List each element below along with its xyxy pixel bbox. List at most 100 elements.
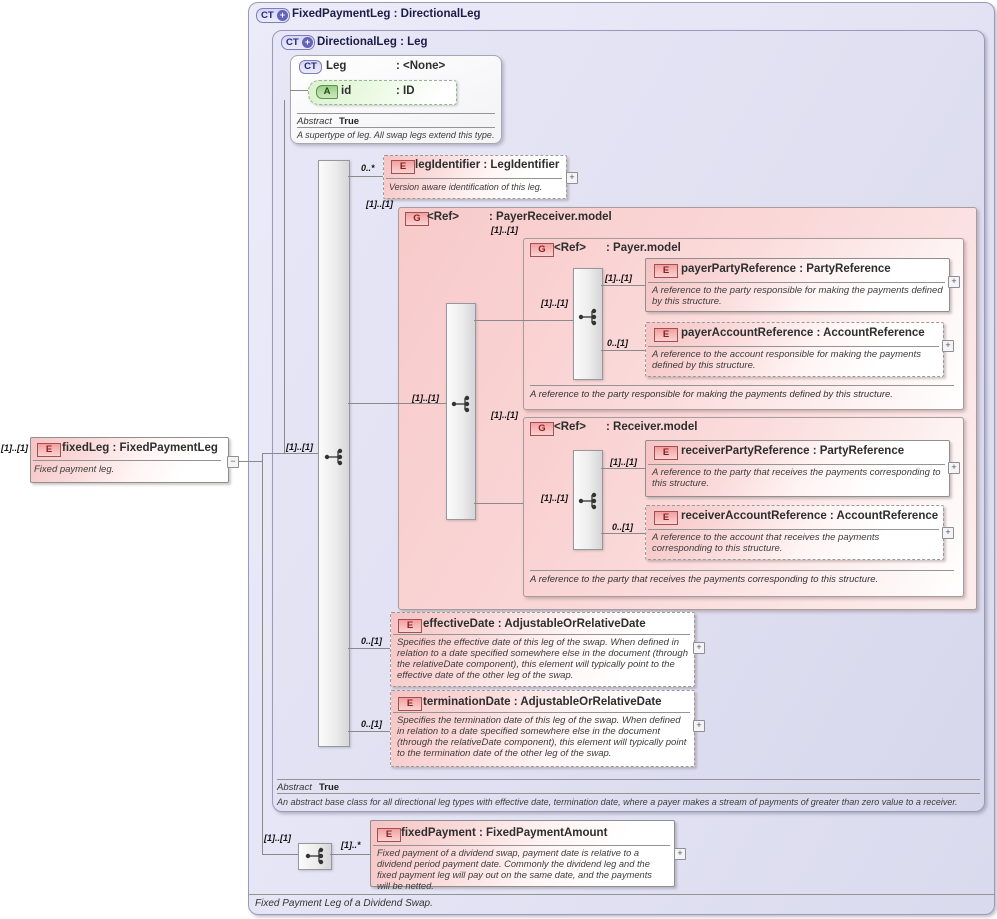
- connector-line: [290, 90, 309, 91]
- element-box-receiverpartyreference[interactable]: E receiverPartyReference : PartyReferenc…: [645, 440, 950, 497]
- cardinality-label: 0..[1]: [607, 338, 629, 348]
- element-badge: E: [391, 160, 415, 174]
- cardinality-label: [1]..[1]: [491, 225, 518, 235]
- divider: [297, 113, 495, 114]
- divider: [648, 346, 939, 347]
- element-box-receiveraccountreference[interactable]: E receiverAccountReference : AccountRefe…: [645, 505, 944, 560]
- divider: [373, 845, 670, 846]
- divider: [530, 570, 954, 571]
- connector-line: [262, 854, 298, 855]
- complextype-annotation: An abstract base class for all direction…: [277, 797, 958, 807]
- element-badge: E: [37, 443, 61, 457]
- group-footer-annotation: A reference to the party that receives t…: [530, 574, 879, 585]
- expand-button[interactable]: +: [948, 462, 960, 474]
- attribute-type: : ID: [396, 85, 415, 97]
- sequence-icon: [324, 448, 343, 466]
- group-footer-annotation: A reference to the party responsible for…: [530, 389, 893, 400]
- sequence-compositor: [573, 268, 603, 380]
- collapse-button[interactable]: −: [227, 456, 239, 468]
- element-box-fixedleg[interactable]: E fixedLeg : FixedPaymentLeg Fixed payme…: [30, 437, 229, 483]
- group-type: : Receiver.model: [606, 421, 698, 433]
- connector-line: [348, 731, 390, 732]
- cardinality-label: 0..[1]: [612, 522, 634, 532]
- abstract-value: True: [339, 116, 360, 127]
- expand-button[interactable]: +: [566, 172, 578, 184]
- expand-button[interactable]: +: [674, 848, 686, 860]
- complextype-title: DirectionalLeg : Leg: [317, 36, 428, 48]
- element-title: payerPartyReference : PartyReference: [681, 263, 891, 275]
- element-box-payeraccountreference[interactable]: E payerAccountReference : AccountReferen…: [645, 322, 944, 377]
- expand-button[interactable]: +: [693, 642, 705, 654]
- element-annotation: A reference to the account responsible f…: [652, 349, 921, 371]
- connector-line: [348, 403, 446, 404]
- complextype-title: FixedPaymentLeg : DirectionalLeg: [292, 8, 481, 20]
- sequence-icon: [451, 395, 470, 413]
- connector-line: [601, 350, 645, 351]
- connector-line: [348, 648, 390, 649]
- connector-line: [262, 453, 318, 454]
- sequence-icon: [578, 492, 597, 510]
- element-title: payerAccountReference : AccountReference: [681, 327, 925, 339]
- group-name: <Ref>: [427, 211, 459, 223]
- divider: [648, 282, 945, 283]
- ct-badge-label: CT: [261, 10, 274, 21]
- element-annotation: Specifies the effective date of this leg…: [397, 637, 688, 681]
- element-box-payerpartyreference[interactable]: E payerPartyReference : PartyReference A…: [645, 258, 950, 312]
- attribute-box-id[interactable]: A id : ID: [308, 80, 457, 105]
- cardinality-label: [1]..[1]: [541, 493, 568, 503]
- abstract-label: Abstract: [277, 782, 312, 793]
- cardinality-label: [1]..[1]: [1, 443, 28, 453]
- element-badge: E: [398, 619, 422, 633]
- sequence-icon: [305, 847, 324, 865]
- leg-type: : <None>: [396, 60, 446, 72]
- element-title: fixedLeg : FixedPaymentLeg: [62, 442, 218, 454]
- ct-badge: CT +: [281, 35, 315, 50]
- divider: [386, 178, 562, 179]
- connector-line: [601, 533, 645, 534]
- expand-button[interactable]: +: [948, 276, 960, 288]
- sequence-compositor: [573, 450, 603, 550]
- cardinality-label: 0..[1]: [361, 719, 383, 729]
- expand-button[interactable]: +: [942, 527, 954, 539]
- attribute-badge: A: [316, 85, 338, 99]
- divider: [393, 712, 690, 713]
- expand-button[interactable]: +: [942, 340, 954, 352]
- cardinality-label: [1]..[1]: [541, 298, 568, 308]
- expand-plus-icon[interactable]: +: [277, 10, 288, 21]
- element-title: legIdentifier : LegIdentifier: [415, 159, 560, 171]
- divider: [393, 634, 690, 635]
- cardinality-label: [1]..[1]: [286, 442, 313, 452]
- element-box-terminationdate[interactable]: E terminationDate : AdjustableOrRelative…: [390, 690, 695, 767]
- group-type: : PayerReceiver.model: [489, 211, 612, 223]
- leg-name: Leg: [326, 60, 347, 72]
- connector-line: [474, 320, 573, 321]
- leg-annotation: A supertype of leg. All swap legs extend…: [297, 130, 495, 140]
- element-title: receiverAccountReference : AccountRefere…: [681, 510, 939, 522]
- cardinality-label: [1]..*: [341, 840, 361, 850]
- connector-line: [284, 100, 285, 454]
- expand-button[interactable]: +: [693, 720, 705, 732]
- element-annotation: Fixed payment leg.: [34, 464, 115, 475]
- connector-line: [601, 285, 645, 286]
- element-badge: E: [654, 446, 678, 460]
- ct-badge: CT +: [256, 8, 290, 23]
- divider: [297, 127, 495, 128]
- element-title: terminationDate : AdjustableOrRelativeDa…: [423, 696, 662, 708]
- cardinality-label: [1]..[1]: [491, 410, 518, 420]
- abstract-value: True: [319, 782, 340, 793]
- abstract-label: Abstract: [297, 116, 332, 127]
- element-annotation: A reference to the party that receives t…: [652, 467, 941, 489]
- element-annotation: Version aware identification of this leg…: [389, 182, 543, 192]
- connector-line: [330, 854, 370, 855]
- cardinality-label: 0..*: [361, 163, 375, 173]
- group-badge: G: [530, 422, 554, 436]
- element-box-fixedpayment[interactable]: E fixedPayment : FixedPaymentAmount Fixe…: [370, 820, 675, 891]
- group-badge: G: [405, 212, 429, 226]
- element-box-effectivedate[interactable]: E effectiveDate : AdjustableOrRelativeDa…: [390, 612, 695, 687]
- element-annotation: A reference to the party responsible for…: [652, 285, 943, 307]
- element-box-legidentifier[interactable]: E legIdentifier : LegIdentifier Version …: [383, 155, 567, 199]
- element-title: receiverPartyReference : PartyReference: [681, 445, 905, 457]
- expand-plus-icon[interactable]: +: [302, 37, 313, 48]
- attribute-name: id: [341, 85, 352, 97]
